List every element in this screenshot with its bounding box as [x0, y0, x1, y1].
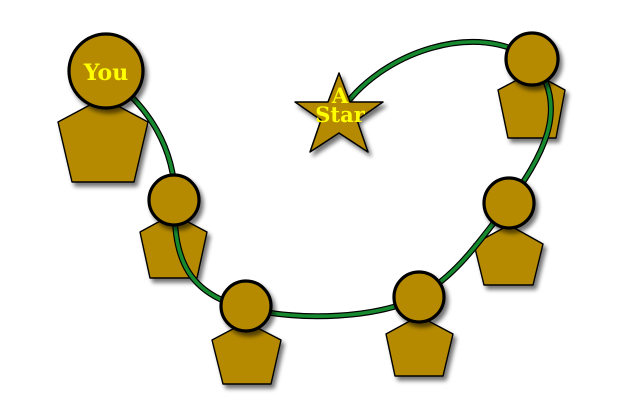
star-label-line1: A [331, 83, 349, 108]
you-label: You [83, 60, 128, 86]
person-2-head [147, 173, 201, 227]
person-6-head [504, 31, 560, 87]
person-3-head [219, 279, 273, 333]
star-label-line2: Star [315, 102, 365, 127]
person-4-body [385, 315, 454, 377]
star-icon [294, 72, 384, 153]
person-4-head [392, 270, 446, 324]
person-5-head [482, 176, 536, 230]
person-you-head [67, 32, 145, 110]
person-heads [67, 31, 560, 333]
person-you-body [57, 97, 149, 183]
